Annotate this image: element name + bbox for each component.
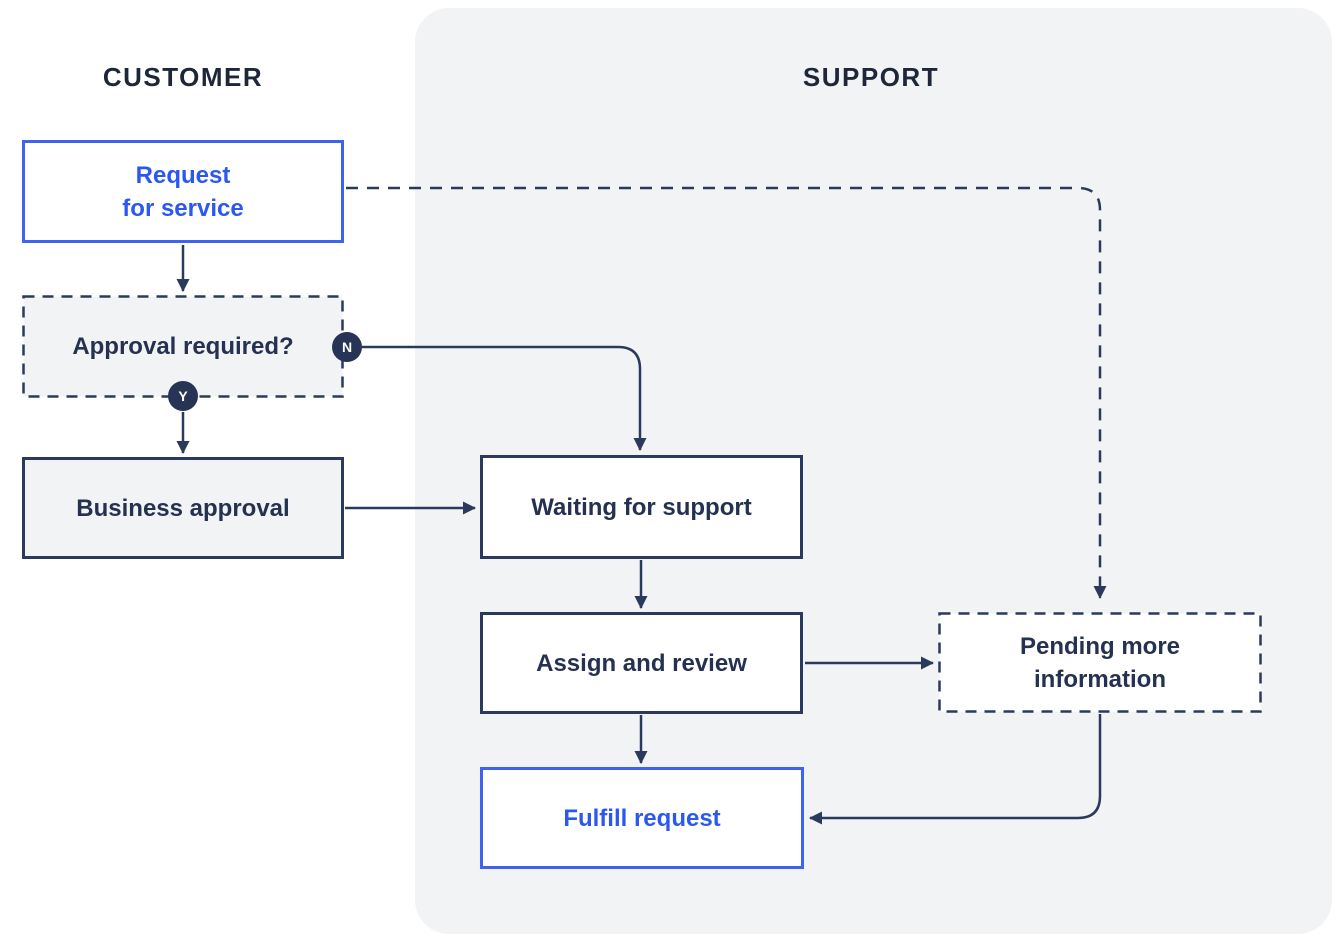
node-request-for-service: Request for service <box>22 140 344 243</box>
node-fulfill-label: Fulfill request <box>563 804 721 832</box>
branch-badge-no: N <box>332 332 362 362</box>
node-business-label: Business approval <box>76 494 290 522</box>
node-business-approval: Business approval <box>22 457 344 559</box>
node-approval-required: Approval required? <box>22 295 344 398</box>
node-approval-label: Approval required? <box>72 333 294 360</box>
node-fulfill-request: Fulfill request <box>480 767 804 869</box>
branch-badge-yes: Y <box>168 381 198 411</box>
node-assign-and-review: Assign and review <box>480 612 803 714</box>
node-assign-label: Assign and review <box>536 649 747 677</box>
node-waiting-label: Waiting for support <box>531 493 752 521</box>
node-waiting-for-support: Waiting for support <box>480 455 803 559</box>
lane-title-support: SUPPORT <box>802 62 940 92</box>
node-pending-label: Pending more information <box>1019 632 1181 693</box>
node-request-label: Request for service <box>122 161 244 222</box>
lane-title-customer: CUSTOMER <box>102 62 264 92</box>
node-pending-more-information: Pending more information <box>938 612 1262 713</box>
